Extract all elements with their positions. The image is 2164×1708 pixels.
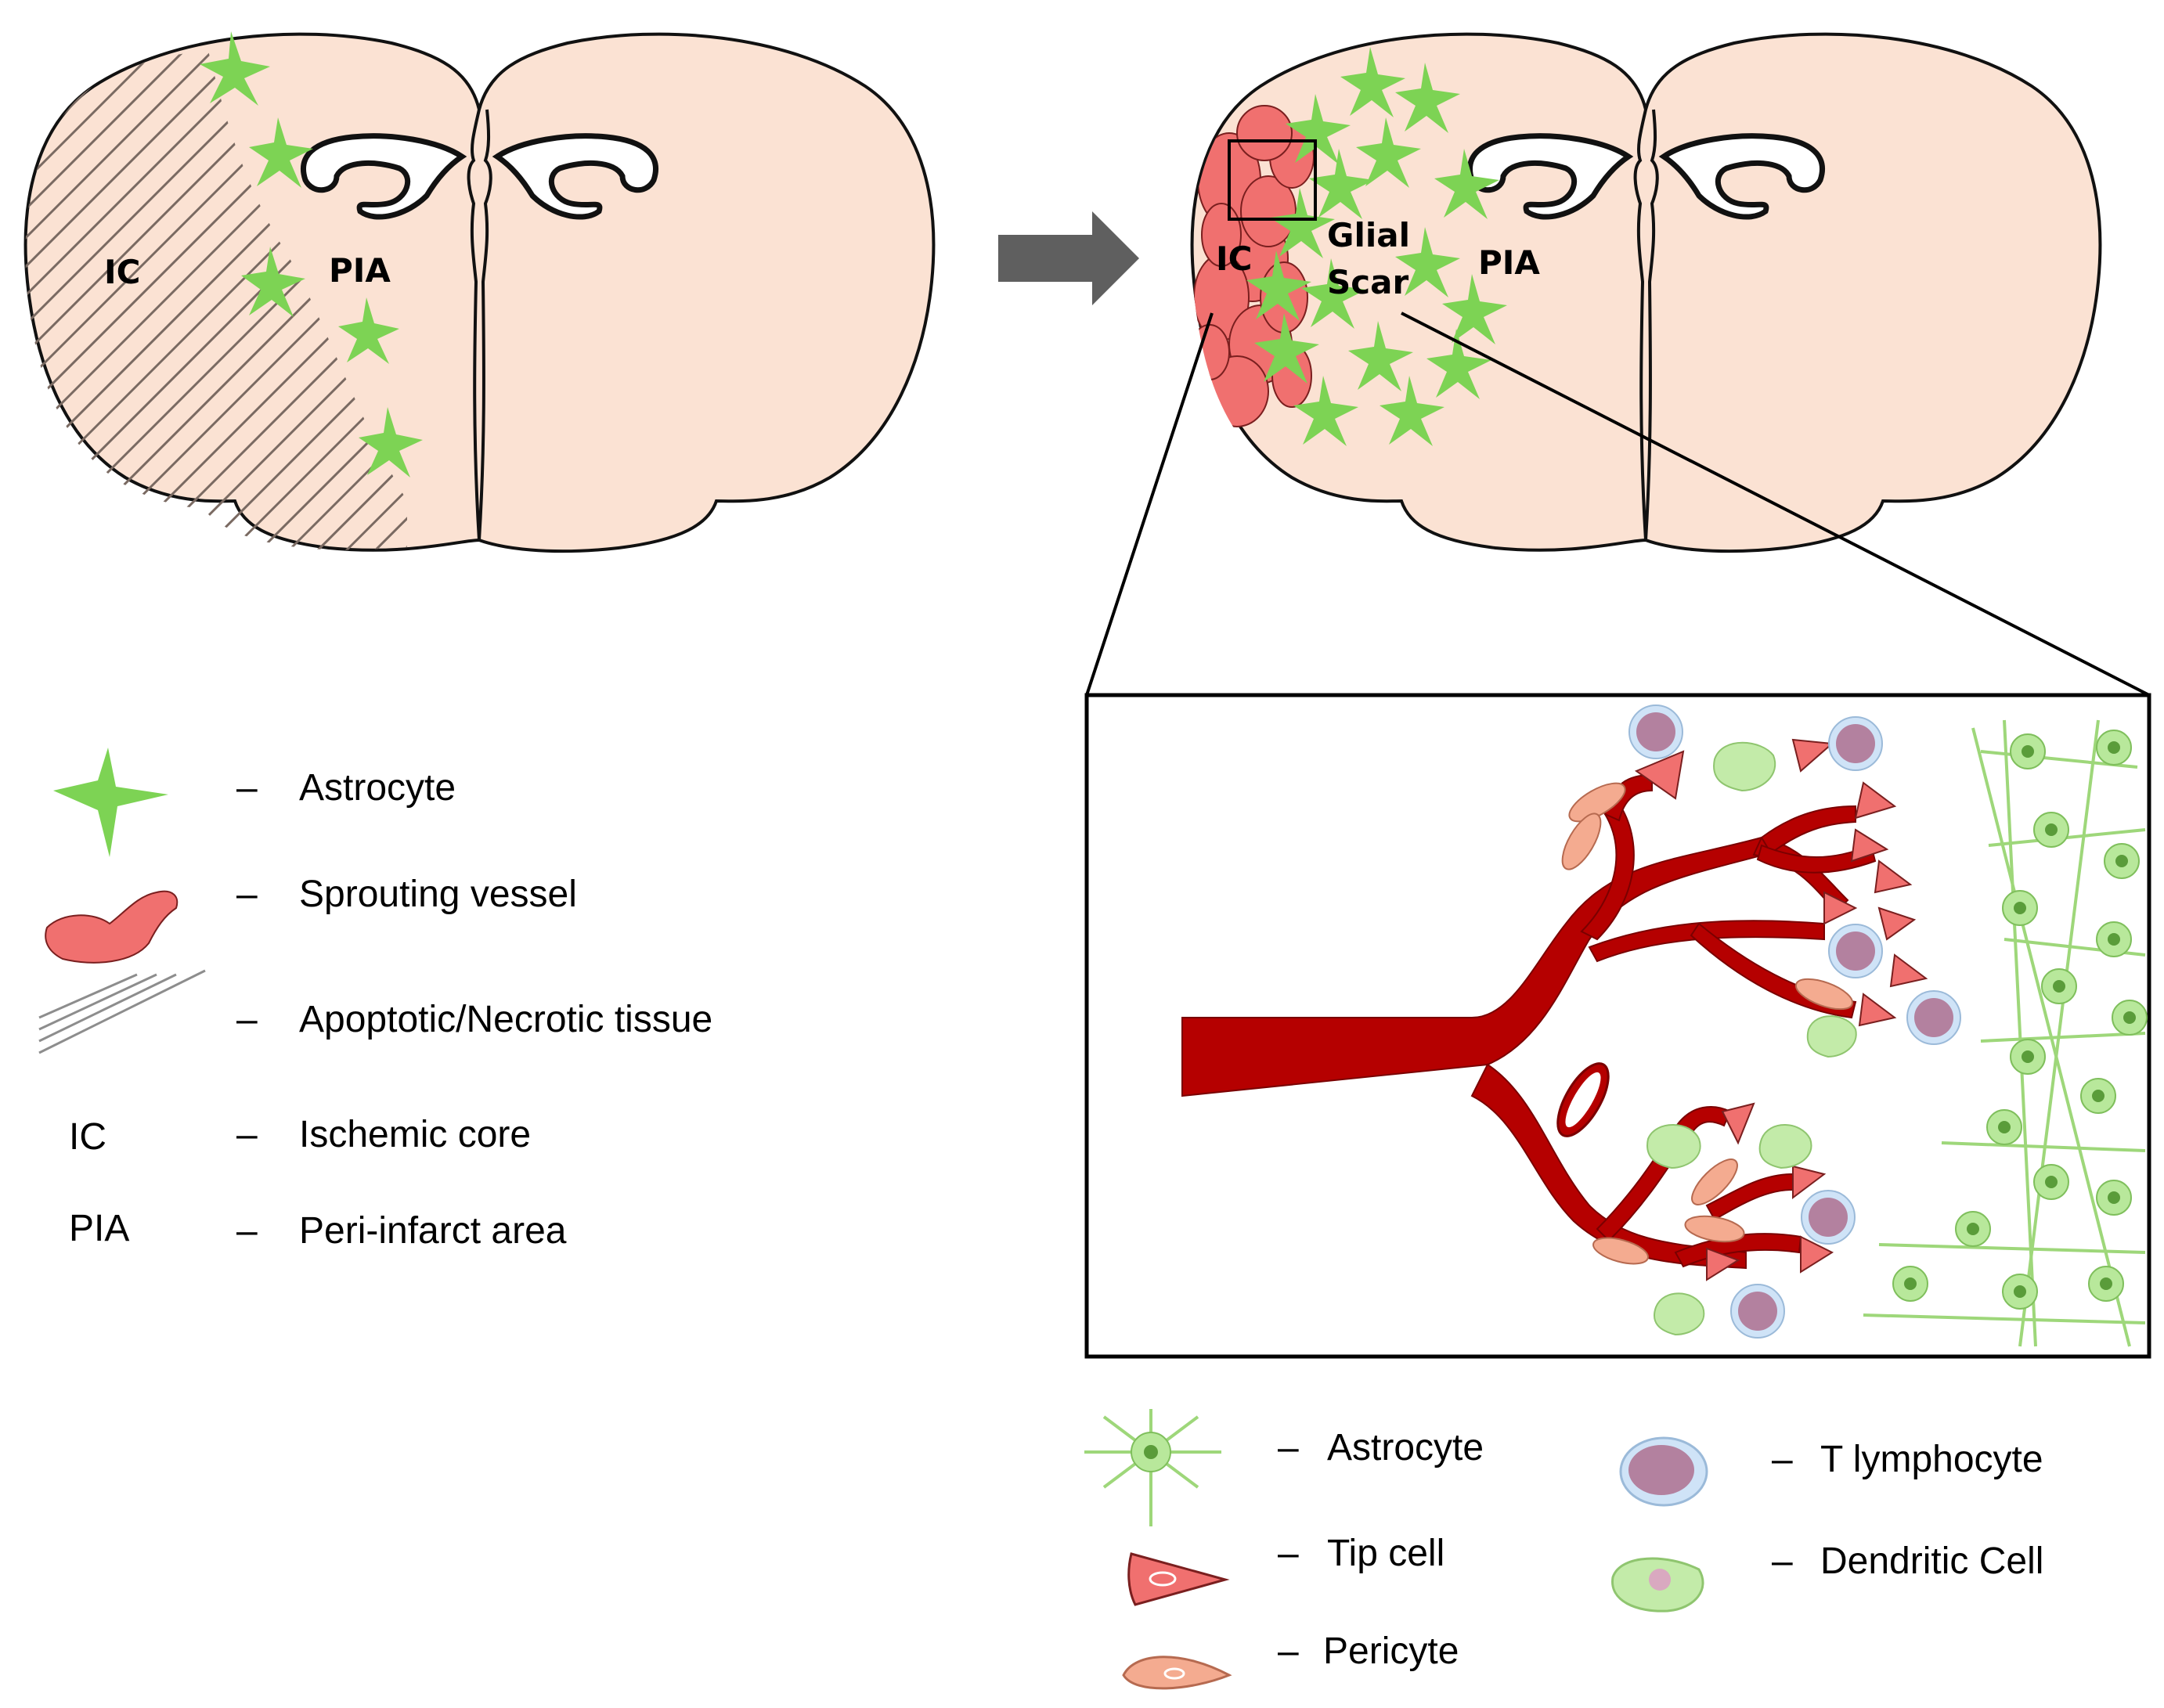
legend-left-dash: – <box>236 767 258 809</box>
left-brain-midline <box>467 109 481 541</box>
zoom-connector-left <box>1085 312 1214 696</box>
right-label-pia: PIA <box>1478 243 1540 282</box>
zoom-panel <box>1084 693 2151 1359</box>
glial-scar-stars <box>1246 47 1507 446</box>
legend-left-peri-infarct: Peri-infarct area <box>299 1210 567 1252</box>
left-label-ic: IC <box>104 253 140 291</box>
right-label-scar: Scar <box>1327 263 1408 301</box>
zoom-connector-right <box>1401 312 2150 697</box>
legend-left: – Astrocyte – Sprouting vessel – Apoptot… <box>38 748 712 1252</box>
svg-text:–: – <box>1772 1439 1793 1480</box>
astrocyte-star-icon <box>338 297 399 364</box>
left-label-pia: PIA <box>329 251 391 290</box>
left-astrocyte-stars <box>200 31 423 477</box>
legend-right-astrocyte: Astrocyte <box>1327 1427 1484 1468</box>
astrocyte-cell-icon <box>1084 1409 1221 1526</box>
left-brain-section: IC PIA <box>23 31 936 553</box>
svg-text:–: – <box>1278 1533 1299 1574</box>
t-lymphocyte-icon <box>1619 1436 1708 1507</box>
t-lymphocytes <box>1628 704 1961 1339</box>
svg-text:–: – <box>236 874 258 915</box>
progression-arrow-icon <box>998 211 1139 305</box>
tip-cells <box>1634 738 1928 1281</box>
svg-text:–: – <box>1278 1427 1299 1468</box>
right-brain-section: IC Glial Scar PIA <box>1190 32 2102 553</box>
legend-right: – Astrocyte – Tip cell – Pericyte – T ly… <box>1084 1409 2043 1690</box>
legend-right-dendritic: Dendritic Cell <box>1820 1540 2043 1582</box>
sprouting-vessel-cluster <box>1192 105 1315 427</box>
zoom-region-marker <box>1228 139 1317 221</box>
right-ventricle-icon <box>492 133 658 220</box>
tip-cell-icon <box>1127 1552 1230 1606</box>
legend-right-t-lymphocyte: T lymphocyte <box>1820 1439 2043 1480</box>
legend-left-ic-abbr: IC <box>69 1116 106 1158</box>
pericyte-icon <box>1122 1656 1232 1690</box>
astrocyte-star-icon <box>241 247 305 317</box>
left-ventricle-icon <box>301 133 467 220</box>
svg-text:–: – <box>1772 1540 1793 1582</box>
dendritic-cell-icon <box>1611 1557 1704 1613</box>
legend-left-sprouting-vessel: Sprouting vessel <box>299 874 577 915</box>
sprouting-vessel-icon <box>45 890 179 964</box>
astrocyte-star-icon <box>249 117 313 188</box>
right-label-glial: Glial <box>1327 216 1410 254</box>
astrocyte-star-icon <box>53 748 168 857</box>
right-label-ic: IC <box>1216 240 1252 278</box>
svg-text:–: – <box>236 1114 258 1155</box>
legend-right-tip-cell: Tip cell <box>1327 1533 1444 1574</box>
dendritic-cells <box>1646 741 1857 1336</box>
svg-text:–: – <box>236 1210 258 1252</box>
legend-left-necrotic: Apoptotic/Necrotic tissue <box>299 999 712 1040</box>
hatched-lines-icon <box>38 969 206 1054</box>
legend-left-astrocyte: Astrocyte <box>299 767 456 809</box>
astrocyte-cells <box>1892 730 2148 1310</box>
svg-text:–: – <box>236 999 258 1040</box>
legend-left-pia-abbr: PIA <box>69 1208 129 1249</box>
astrocyte-star-icon <box>200 31 270 106</box>
pericytes <box>1561 782 1854 1265</box>
legend-right-pericyte: Pericyte <box>1323 1631 1459 1672</box>
svg-text:–: – <box>1278 1631 1299 1672</box>
astrocyte-star-icon <box>359 407 423 477</box>
legend-left-ischemic-core: Ischemic core <box>299 1114 531 1155</box>
left-necrotic-hatch <box>25 47 407 550</box>
